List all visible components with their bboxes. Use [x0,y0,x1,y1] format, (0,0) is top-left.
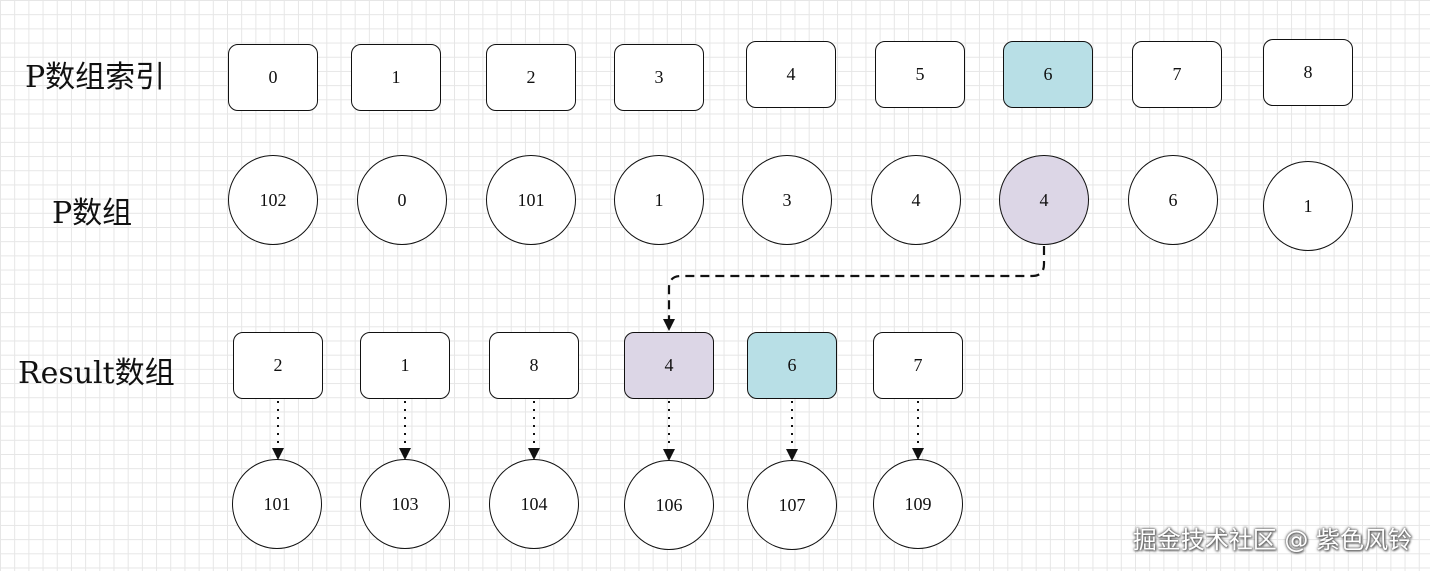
result-box-5: 7 [873,332,963,399]
index-box-1: 1 [351,44,441,111]
value-circle-1: 103 [360,459,450,549]
p-circle-5: 4 [871,155,961,245]
dashed-arrow-p6-to-result3 [663,246,1046,331]
label-p-row: P数组 [52,196,133,231]
label-result-row: Result数组 [18,356,175,391]
result-box-1: 1 [360,332,450,399]
p-circle-0: 102 [228,155,318,245]
result-box-2: 8 [489,332,579,399]
p-circle-7: 6 [1128,155,1218,245]
value-circle-2: 104 [489,459,579,549]
p-circle-3: 1 [614,155,704,245]
index-box-2: 2 [486,44,576,111]
value-circle-0: 101 [232,459,322,549]
label-index-row: P数组索引 [25,60,166,95]
p-circle-4: 3 [742,155,832,245]
index-box-6: 6 [1003,41,1093,108]
p-circle-2: 101 [486,155,576,245]
p-circle-6: 4 [999,155,1089,245]
p-circle-1: 0 [357,155,447,245]
index-box-0: 0 [228,44,318,111]
index-box-8: 8 [1263,39,1353,106]
value-circle-5: 109 [873,459,963,549]
watermark: 掘金技术社区 @ 紫色风铃 [1132,526,1412,554]
result-box-3: 4 [624,332,714,399]
p-circle-8: 1 [1263,161,1353,251]
index-box-3: 3 [614,44,704,111]
dotted-arrows [272,401,924,461]
result-box-0: 2 [233,332,323,399]
index-box-4: 4 [746,41,836,108]
value-circle-3: 106 [624,460,714,550]
result-box-4: 6 [747,332,837,399]
value-circle-4: 107 [747,460,837,550]
index-box-7: 7 [1132,41,1222,108]
index-box-5: 5 [875,41,965,108]
